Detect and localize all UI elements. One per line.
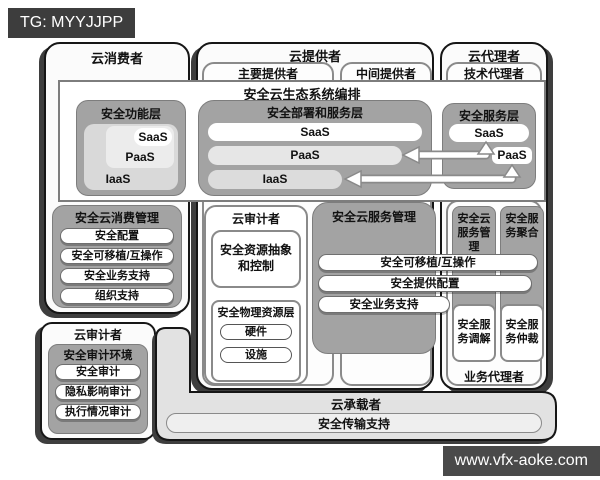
consumer-mgmt-item: 安全配置	[60, 228, 174, 244]
function-iaas-label: IaaS	[105, 172, 131, 186]
deployment-service-layer-title: 安全部署和服务层	[266, 106, 363, 120]
security-service-layer-title: 安全服务层	[458, 109, 519, 123]
security-function-layer-title: 安全功能层	[100, 107, 161, 121]
broker-paas-pill: PaaS	[492, 147, 532, 164]
business-support-bar: 安全业务支持	[318, 296, 450, 313]
ecosystem-orchestration-title: 安全云生态系统编排	[243, 87, 361, 102]
facility-pill: 设施	[220, 347, 292, 363]
deploy-paas-bar: PaaS	[208, 146, 402, 165]
resource-abstraction-box: 安全资源抽象和控制	[211, 230, 301, 288]
cloud-provider-title: 云提供者	[288, 49, 341, 64]
hardware-pill: 硬件	[220, 324, 292, 340]
provisioning-config-bar: 安全提供配置	[318, 275, 532, 292]
site-watermark: www.vfx-aoke.com	[442, 446, 600, 476]
business-broker-label: 业务代理者	[463, 370, 524, 384]
intermediate-provider-label: 中间提供者	[355, 67, 416, 81]
function-saas-box: SaaS	[134, 128, 172, 146]
service-aggregation-label: 安全服务聚合	[505, 213, 539, 239]
portability-interop-bar: 安全可移植/互操作	[318, 254, 538, 271]
cloud-carrier-title: 云承载者	[330, 398, 381, 412]
deploy-saas-bar: SaaS	[208, 123, 422, 141]
cloud-auditor-title: 云审计者	[73, 328, 122, 342]
technical-broker-label: 技术代理者	[463, 67, 524, 81]
audit-item: 安全审计	[55, 364, 141, 380]
consumer-mgmt-item: 安全可移植/互操作	[60, 248, 174, 264]
audit-item: 执行情况审计	[55, 404, 141, 420]
function-paas-label: PaaS	[125, 150, 155, 164]
audit-item: 隐私影响审计	[55, 384, 141, 400]
transmission-support-pill: 安全传输支持	[166, 413, 542, 433]
consumer-mgmt-title: 安全云消费管理	[74, 211, 159, 225]
provider-service-mgmt-title: 安全云服务管理	[331, 210, 416, 224]
cloud-broker-title: 云代理者	[467, 49, 520, 64]
consumer-mgmt-item: 安全业务支持	[60, 268, 174, 284]
broker-service-mgmt-label: 安全云服务管理	[457, 213, 491, 253]
service-arbitrage-label: 安全服务仲裁	[505, 319, 539, 345]
consumer-mgmt-item: 组织支持	[60, 288, 174, 304]
primary-provider-label: 主要提供者	[237, 67, 298, 81]
cloud-consumer-title: 云消费者	[90, 51, 143, 66]
provider-auditor-title: 云审计者	[231, 212, 280, 226]
broker-saas-pill: SaaS	[449, 124, 529, 142]
audit-environment-title: 安全审计环境	[63, 350, 133, 362]
deploy-iaas-bar: IaaS	[208, 170, 342, 189]
service-mediation-box: 安全服务调解	[452, 304, 496, 362]
service-mediation-label: 安全服务调解	[457, 319, 491, 345]
tg-watermark: TG: MYYJJPP	[8, 8, 136, 38]
physical-resource-layer-title: 安全物理资源层	[217, 307, 295, 319]
service-arbitrage-box: 安全服务仲裁	[500, 304, 544, 362]
